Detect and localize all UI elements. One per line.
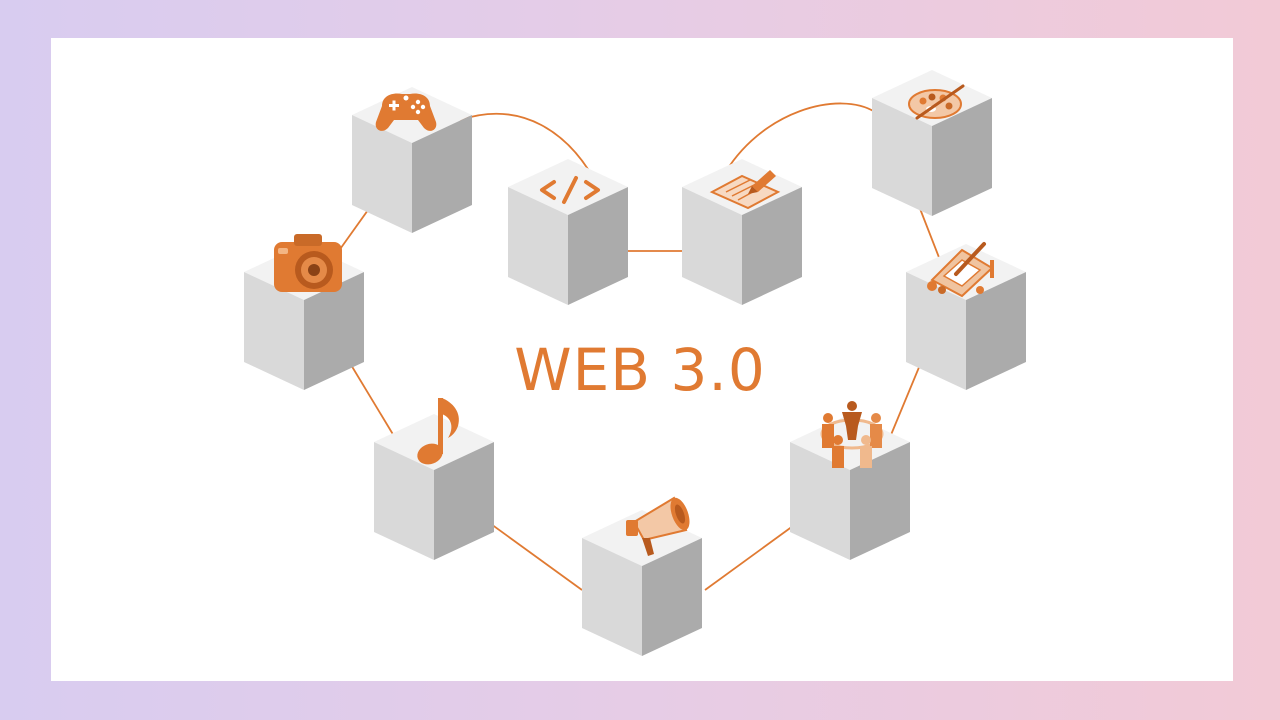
code-icon: [540, 176, 600, 204]
drawing-tablet-icon: [927, 242, 994, 298]
camera-icon: [274, 234, 342, 292]
people-circle-icon: [820, 401, 884, 468]
connector-writing-art: [721, 102, 876, 179]
megaphone-icon: [626, 496, 690, 556]
cube-coding: [508, 159, 628, 305]
gamepad-icon: [375, 93, 437, 131]
pen-icon: [709, 170, 781, 210]
palette-icon: [908, 84, 965, 120]
cube-music: [374, 414, 494, 560]
diagram-title: WEB 3.0: [514, 336, 765, 404]
music-note-icon: [417, 398, 459, 465]
